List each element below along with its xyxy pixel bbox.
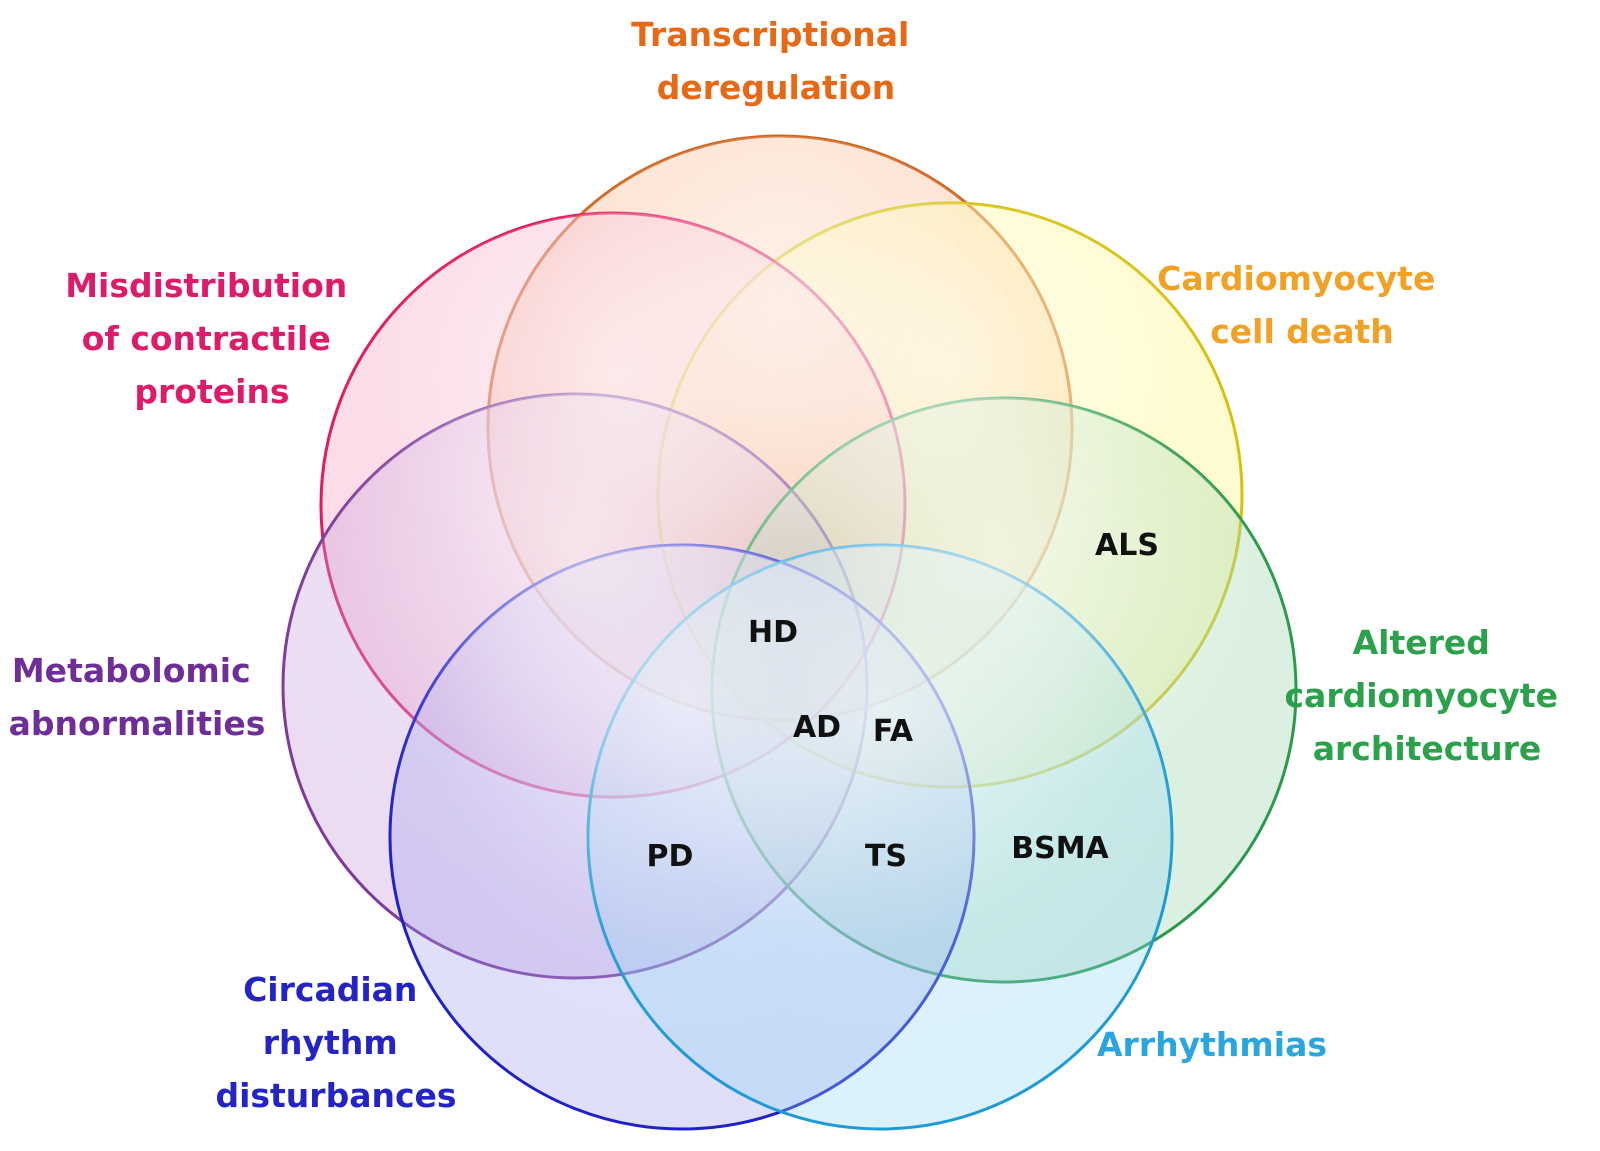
label-circadian: Circadian rhythm disturbances [215,970,456,1115]
region-ad: AD [793,710,841,745]
region-pd: PD [647,839,694,874]
label-architecture: Altered cardiomyocyte architecture [1284,623,1569,768]
region-als: ALS [1095,528,1159,563]
circle-gloss [283,136,1296,1129]
label-metabolomic: Metabolomic abnormalities [9,651,266,743]
label-arrhythmias: Arrhythmias [1097,1025,1327,1064]
set-labels: Transcriptional deregulation Cardiomyocy… [9,15,1569,1115]
label-misdistribution: Misdistribution of contractile proteins [65,266,359,411]
region-labels: HD AD FA ALS PD TS BSMA [647,528,1159,874]
label-cell-death: Cardiomyocyte cell death [1157,259,1447,351]
region-hd: HD [748,615,798,650]
gloss-arrhythmias [588,545,1172,1129]
region-fa: FA [873,714,914,749]
region-ts: TS [865,839,907,874]
label-transcriptional: Transcriptional deregulation [631,15,921,107]
region-bsma: BSMA [1011,831,1109,866]
